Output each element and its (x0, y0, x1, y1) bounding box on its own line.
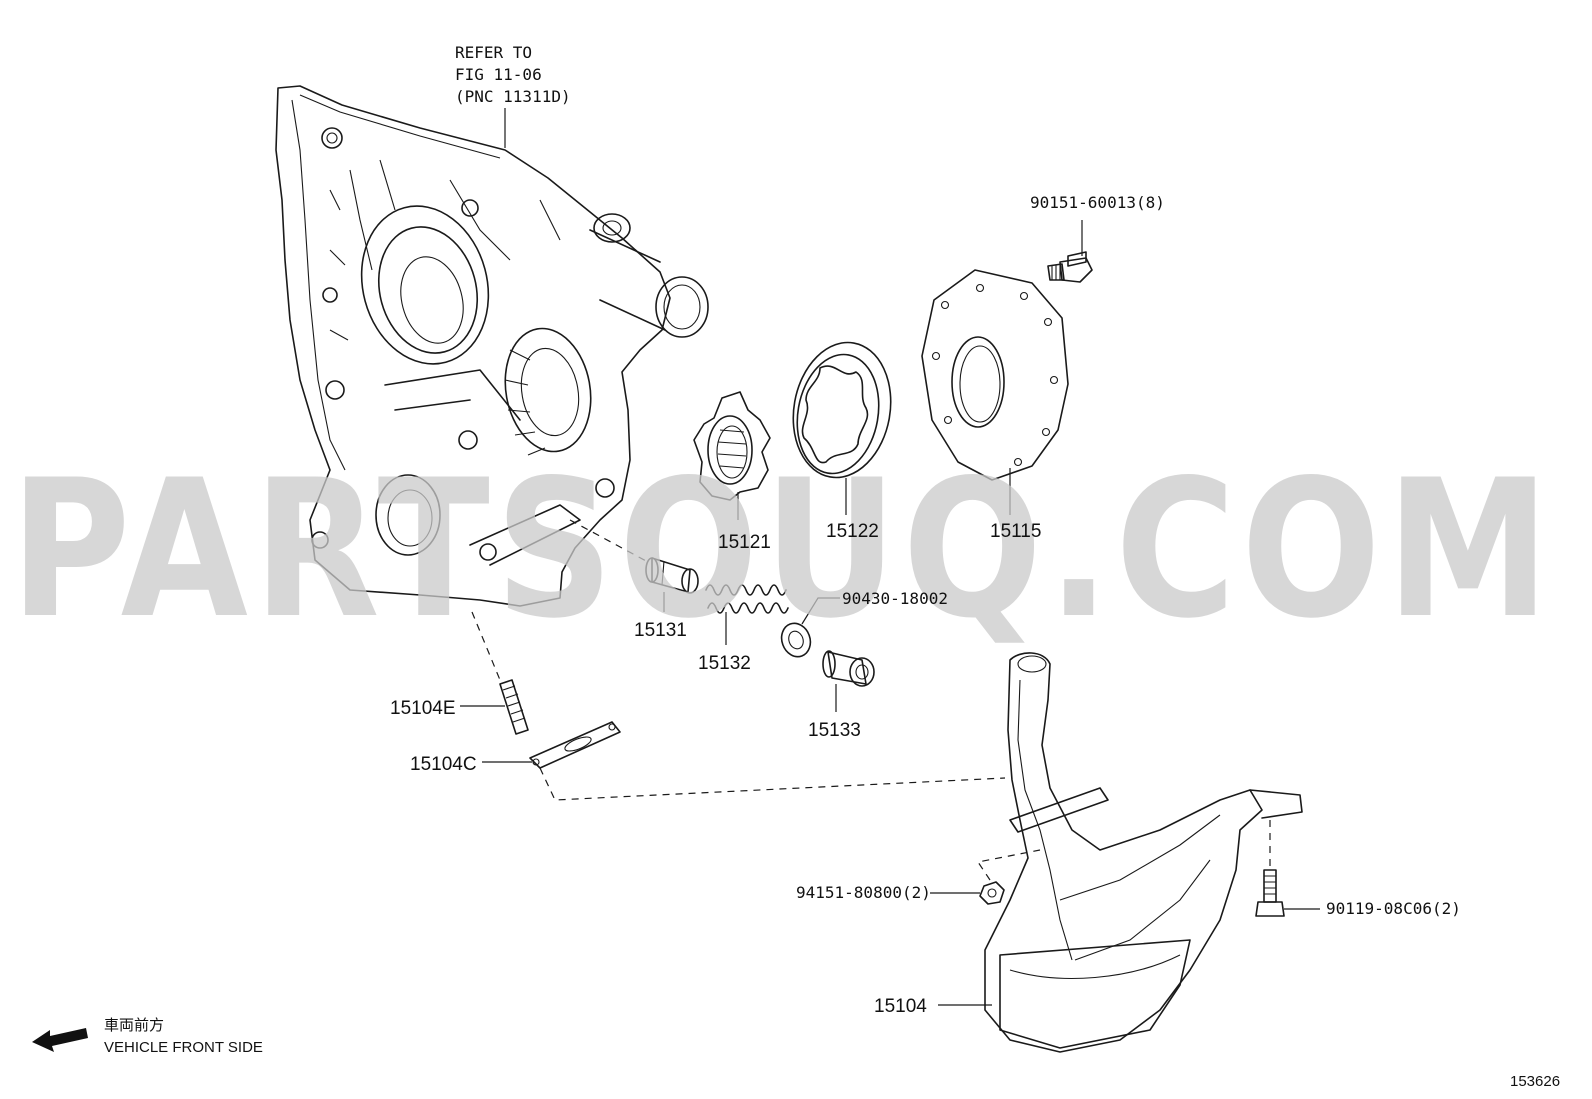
relief-spring-15132[interactable] (705, 584, 789, 614)
strainer-gasket-15104C[interactable] (529, 721, 621, 769)
callout-90119-08C06[interactable]: 90119-08C06(2) (1326, 899, 1461, 918)
callout-94151-80800[interactable]: 94151-80800(2) (796, 883, 931, 902)
stud-15104E[interactable] (499, 679, 529, 735)
callout-15104E[interactable]: 15104E (390, 698, 456, 719)
refer-note-line1: REFER TO (455, 43, 532, 62)
callout-15132[interactable]: 15132 (698, 653, 751, 674)
pump-cover-plate-15115[interactable] (921, 269, 1069, 481)
vehicle-front-english: VEHICLE FRONT SIDE (104, 1039, 263, 1056)
callout-15104C[interactable]: 15104C (410, 754, 477, 775)
screw-90151[interactable] (1047, 251, 1093, 283)
watermark: PARTSOUQ.COM (10, 439, 1555, 660)
vehicle-front-japanese: 車両前方 (104, 1016, 164, 1034)
timing-cover-housing[interactable] (275, 85, 709, 607)
drive-rotor-15121[interactable] (693, 391, 771, 501)
oil-strainer-15104[interactable] (984, 652, 1303, 1053)
refer-note-line2: FIG 11-06 (455, 65, 542, 84)
callout-15115[interactable]: 15115 (990, 521, 1041, 542)
vehicle-front-arrow-icon (32, 1028, 88, 1052)
callout-90151-60013[interactable]: 90151-60013(8) (1030, 193, 1165, 212)
callout-15121[interactable]: 15121 (718, 532, 771, 553)
callout-15122[interactable]: 15122 (826, 521, 879, 542)
driven-rotor-15122[interactable] (783, 335, 901, 486)
relief-valve-15131[interactable] (645, 557, 699, 594)
refer-note-line3: (PNC 11311D) (455, 87, 571, 106)
callout-15131[interactable]: 15131 (634, 620, 687, 641)
relief-plug-15133[interactable] (822, 650, 875, 687)
callout-90430-18002[interactable]: 90430-18002 (842, 589, 948, 608)
bolt-90119[interactable] (1255, 869, 1285, 917)
nut-94151[interactable] (979, 881, 1005, 905)
gasket-90430[interactable] (777, 619, 815, 661)
callout-15133[interactable]: 15133 (808, 720, 861, 741)
refer-note: REFER TO FIG 11-06 (PNC 11311D) (455, 43, 571, 106)
callout-15104[interactable]: 15104 (874, 996, 927, 1017)
figure-number: 153626 (1510, 1073, 1560, 1090)
